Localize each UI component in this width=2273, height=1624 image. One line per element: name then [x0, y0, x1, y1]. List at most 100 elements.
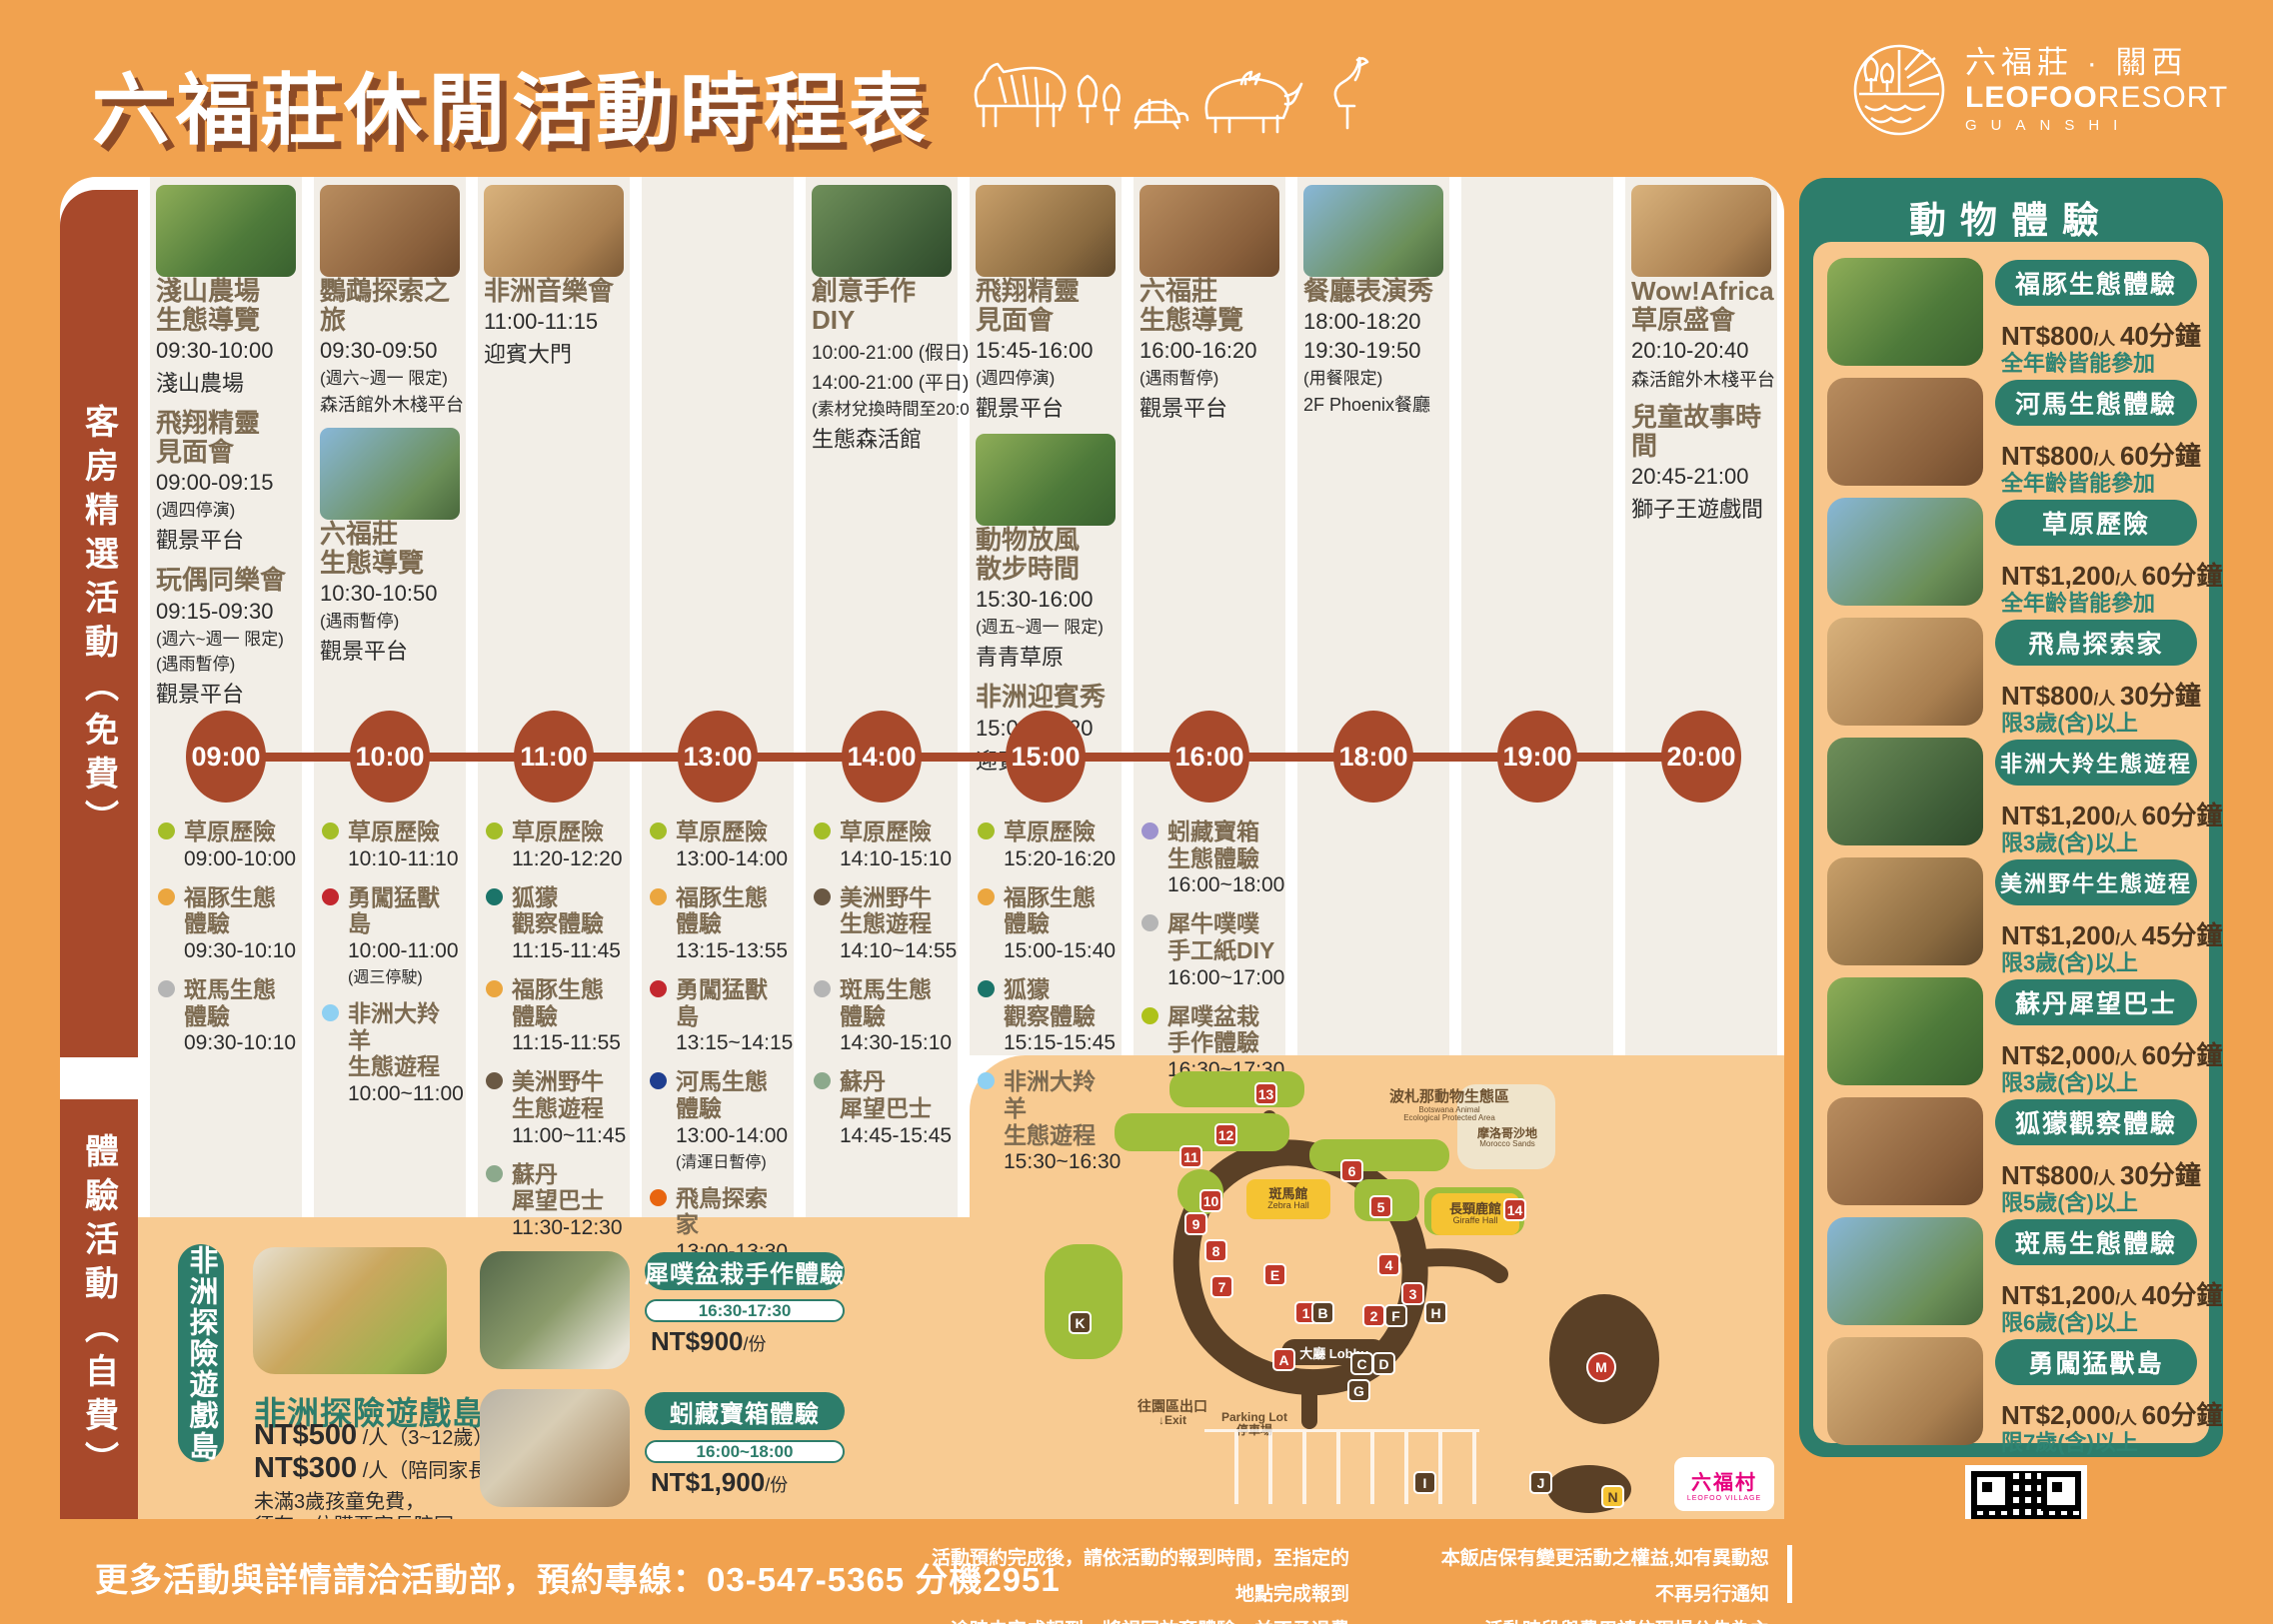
activity-note: (用餐限定)	[1303, 369, 1383, 389]
animal-photo	[1827, 1097, 1983, 1205]
animal-photo	[1827, 378, 1983, 486]
activity-time: 11:00-11:15	[484, 309, 599, 335]
price-value: NT$800	[2001, 321, 2094, 351]
activity-title: Wow!Africa 草原盛會	[1631, 276, 1774, 336]
map-number-badge: 5	[1369, 1195, 1392, 1218]
map-number-badge: 6	[1340, 1159, 1363, 1182]
slot-name: 美洲野牛 生態遊程	[512, 1068, 604, 1122]
animal-title-pill: 斑馬生態體驗	[1995, 1219, 2197, 1265]
map-number-badge: 14	[1503, 1198, 1526, 1221]
price-per: /人	[2115, 570, 2142, 589]
animal-line-icons	[960, 44, 1389, 144]
play-island-note1: 未滿3歲孩童免費，	[254, 1491, 426, 1513]
timeline-time-16:00: 16:00	[1169, 711, 1249, 803]
slot-name: 狐獴 觀察體驗	[1004, 976, 1096, 1029]
animal-title-pill: 飛鳥探索家	[1995, 620, 2197, 666]
activity-time: 10:00-21:00 (假日)	[812, 343, 970, 365]
activity-time: 19:30-19:50	[1303, 338, 1421, 364]
slot-color-dot	[650, 887, 667, 905]
price-duration: 40分鐘	[2119, 321, 2201, 351]
time-column-19:00	[1461, 177, 1613, 1055]
activity-note: (週四停演)	[156, 501, 236, 521]
animal-price: NT$800/人 30分鐘	[2001, 1155, 2201, 1192]
price-value: NT$2,000	[2001, 1400, 2116, 1430]
map-number-badge: 9	[1184, 1212, 1207, 1235]
activity-title: 六福莊 生態導覽	[1139, 276, 1244, 336]
activity-title: 非洲迎賓秀	[976, 682, 1107, 713]
slot-name: 犀牛噗噗 手工紙DIY	[1167, 910, 1275, 964]
animal-photo	[1827, 618, 1983, 726]
activity-time: 10:30-10:50	[320, 581, 438, 607]
animal-age-limit: 全年齡皆能參加	[2001, 351, 2156, 376]
activity-time: 09:00-09:15	[156, 470, 274, 496]
slot-color-dot	[486, 887, 503, 905]
activity-note: (週六~週一 限定)	[320, 369, 448, 389]
slot-name: 福豚生態 體驗	[1004, 883, 1096, 937]
activity-note: (遇雨暫停)	[320, 612, 400, 632]
price-value: NT$1,200	[2001, 1280, 2116, 1310]
animal-title-pill: 蘇丹犀望巴士	[1995, 979, 2197, 1025]
slot-name: 斑馬生態 體驗	[184, 976, 276, 1029]
slot-time: 14:10~14:55	[840, 939, 958, 963]
slot-time: 09:30-10:10	[184, 1031, 297, 1055]
activity-title: 動物放風 散步時間	[976, 525, 1081, 585]
slot-name: 美洲野牛 生態遊程	[840, 883, 932, 937]
slot-time: 10:10-11:10	[348, 846, 459, 870]
slot-time: 15:15-15:45	[1004, 1031, 1117, 1055]
brand-name-zh: 六福莊 · 關西	[1965, 45, 2188, 81]
slot-color-dot	[322, 1004, 339, 1022]
slot-color-dot	[486, 822, 503, 839]
activity-location: 觀景平台	[320, 639, 409, 665]
slot-time: 15:30~16:30	[1004, 1150, 1122, 1174]
activity-photo	[484, 185, 624, 277]
map-letter-badge: M	[1586, 1352, 1616, 1382]
map-number-badge: 7	[1210, 1275, 1233, 1298]
diy2-time: 16:00~18:00	[645, 1440, 845, 1463]
price-value: NT$800	[2001, 1160, 2094, 1190]
slot-name: 蘇丹 犀望巴士	[512, 1160, 604, 1214]
map-letter-badge: K	[1069, 1311, 1092, 1334]
slot-name: 福豚生態 體驗	[676, 883, 768, 937]
slot-time: 09:00-10:00	[184, 846, 297, 870]
rail-free-section: 客房精選活動（免費）	[60, 190, 138, 1057]
map-sand-area	[1457, 1084, 1555, 1169]
slot-color-dot	[650, 1072, 667, 1090]
map-number-badge: 4	[1377, 1253, 1400, 1276]
contact-line: 更多活動與詳情請洽活動部，預約專線：03-547-5365 分機2951	[95, 1561, 1061, 1598]
diy1-title: 犀噗盆栽手作體驗	[645, 1252, 845, 1290]
slot-time: 13:15~14:15	[676, 1031, 794, 1055]
slot-color-dot	[1141, 914, 1158, 932]
activity-title: 淺山農場 生態導覽	[156, 276, 261, 336]
slot-note: (週三停駛)	[348, 969, 423, 987]
rail-paid-section: 體驗活動（自費）	[60, 1099, 138, 1519]
price-value: NT$1,200	[2001, 561, 2116, 591]
slot-name: 蚓藏寶箱 生態體驗	[1167, 818, 1259, 871]
map-letter-badge: E	[1263, 1263, 1286, 1286]
slot-time: 14:30-15:10	[840, 1031, 953, 1055]
animal-title-pill: 福豚生態體驗	[1995, 260, 2197, 306]
slot-name: 福豚生態 體驗	[512, 976, 604, 1029]
timeline-time-13:00: 13:00	[678, 711, 758, 803]
activity-title: 玩偶同樂會	[156, 565, 287, 596]
